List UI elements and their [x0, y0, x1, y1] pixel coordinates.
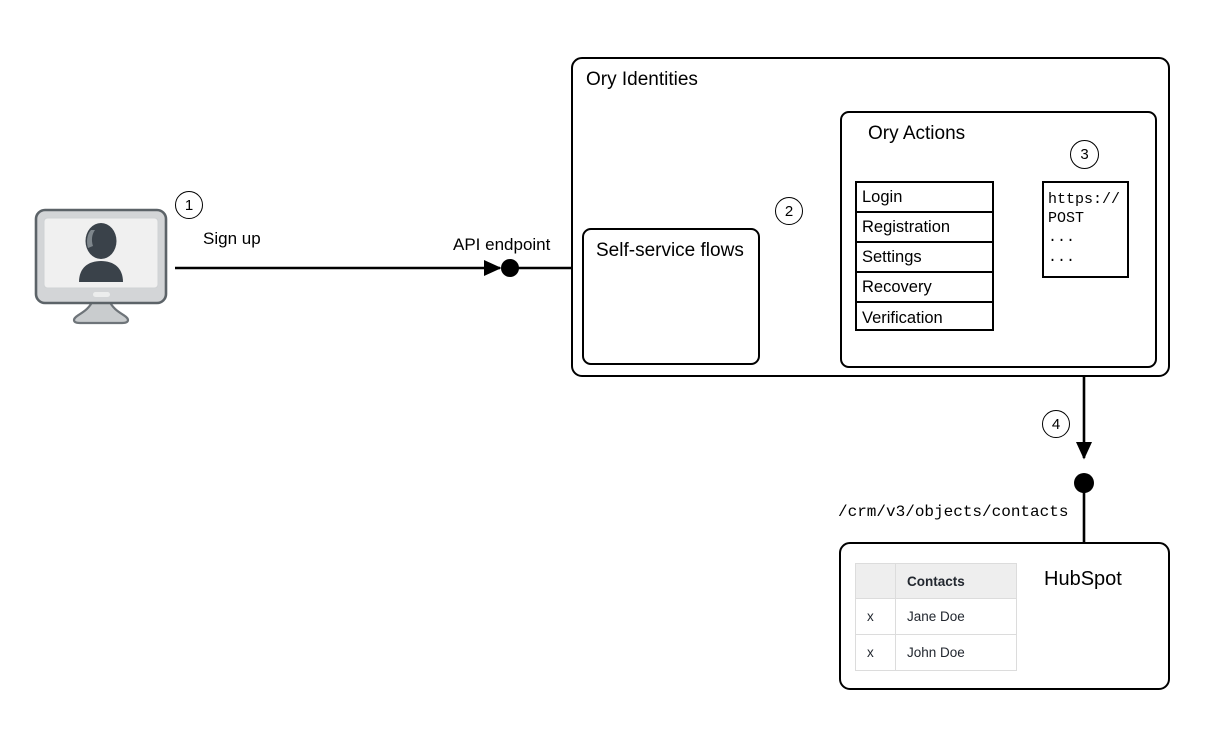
table-cell-name: John Doe [895, 634, 1017, 671]
api-endpoint-connector-dot [501, 259, 519, 277]
edge-label-api-endpoint: API endpoint [453, 235, 551, 254]
user-device [34, 208, 168, 325]
self-service-flows-box [582, 228, 760, 365]
self-service-flows-title: Self-service flows [596, 240, 744, 261]
table-header-blank [855, 563, 896, 599]
table-row[interactable]: x John Doe [855, 634, 1017, 671]
ory-actions-flow-list: Login Registration Settings Recovery Ver… [855, 181, 994, 331]
table-header-row: Contacts [855, 563, 1017, 599]
ory-identities-title: Ory Identities [586, 69, 698, 90]
step-number-1: 1 [175, 191, 203, 219]
edge-label-sign-up: Sign up [203, 229, 261, 248]
flow-list-item-registration[interactable]: Registration [857, 213, 992, 243]
hubspot-connector-dot [1074, 473, 1094, 493]
ory-actions-title: Ory Actions [868, 123, 966, 144]
table-cell-name: Jane Doe [895, 598, 1017, 635]
webhook-request-box [1042, 181, 1129, 278]
flow-list-item-settings[interactable]: Settings [857, 243, 992, 273]
hubspot-contacts-table: Contacts x Jane Doe x John Doe [855, 563, 1017, 671]
flow-list-item-verification[interactable]: Verification [862, 308, 943, 327]
table-cell-mark: x [855, 634, 896, 671]
webhook-request-text: https:// POST ... ... [1048, 191, 1121, 266]
flow-list-item-recovery[interactable]: Recovery [857, 273, 992, 303]
table-header-contacts: Contacts [895, 563, 1017, 599]
desktop-monitor-with-user-avatar-icon [34, 208, 168, 325]
hubspot-title: HubSpot [1044, 568, 1122, 590]
step-number-2: 2 [775, 197, 803, 225]
flow-list-item-login[interactable]: Login [857, 183, 992, 213]
edge-label-crm-path: /crm/v3/objects/contacts [838, 503, 1069, 521]
table-row[interactable]: x Jane Doe [855, 598, 1017, 635]
step-number-3: 3 [1070, 140, 1099, 169]
step-number-4: 4 [1042, 410, 1070, 438]
table-cell-mark: x [855, 598, 896, 635]
